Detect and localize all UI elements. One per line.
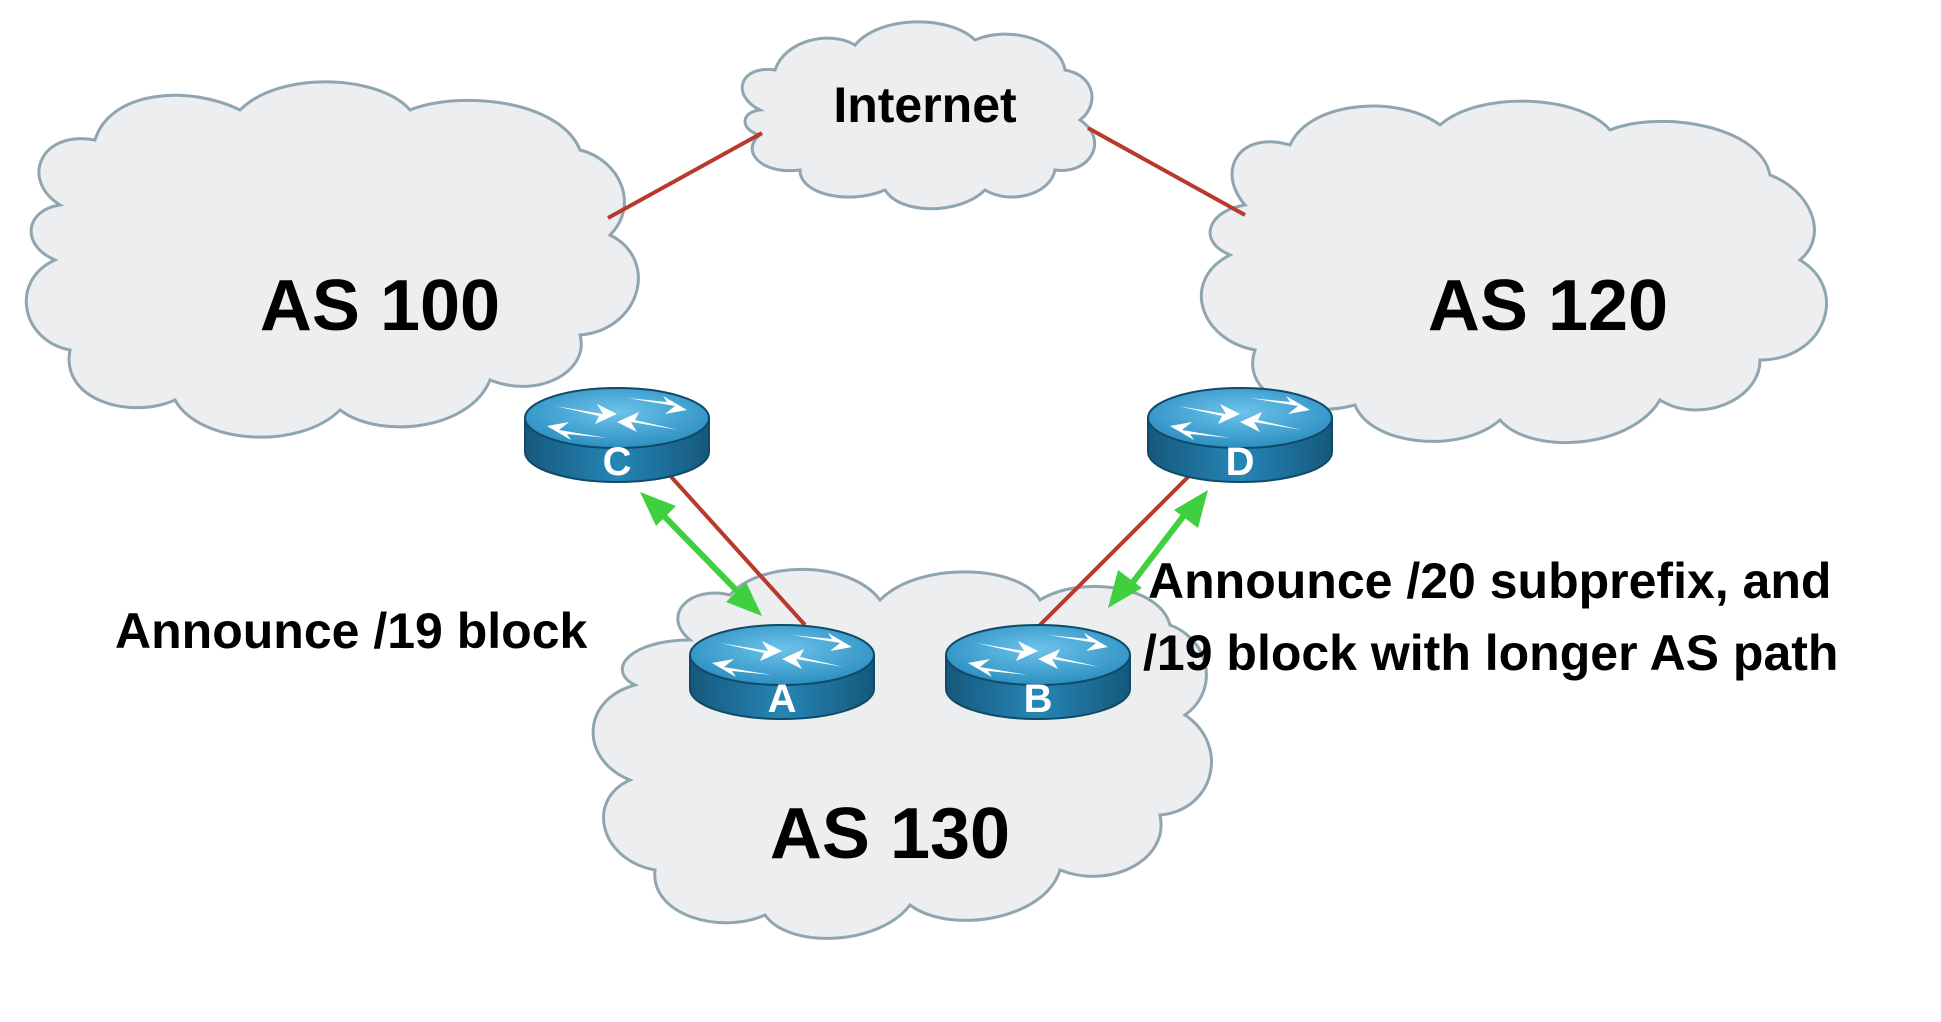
cloud-as120 <box>1200 99 1828 444</box>
router-label-b: B <box>1024 677 1053 721</box>
router-b: B <box>945 624 1131 721</box>
annotation-right-line1: Announce /20 subprefix, and <box>1148 553 1831 609</box>
cloud-label-as120: AS 120 <box>1428 266 1668 346</box>
announce-arrow-c-a <box>640 492 762 616</box>
cloud-internet <box>740 20 1097 211</box>
router-label-c: C <box>603 440 632 484</box>
link-as120-internet <box>1087 126 1246 217</box>
cloud-label-internet: Internet <box>833 77 1017 133</box>
cloud-as100 <box>24 80 640 439</box>
cloud-label-as100: AS 100 <box>260 266 500 346</box>
cloud-as130 <box>591 567 1213 940</box>
router-label-a: A <box>768 677 797 721</box>
link-c-a <box>663 468 807 627</box>
router-label-d: D <box>1226 440 1255 484</box>
annotation-left: Announce /19 block <box>115 603 588 659</box>
router-d: D <box>1147 387 1333 484</box>
cloud-label-as130: AS 130 <box>770 794 1010 874</box>
annotation-right-line2: /19 block with longer AS path <box>1143 625 1838 681</box>
router-c: C <box>524 387 710 484</box>
announce-arrow-d-b <box>1108 490 1208 608</box>
link-as100-internet <box>607 131 763 220</box>
link-d-b <box>1038 468 1197 627</box>
router-a: A <box>689 624 875 721</box>
